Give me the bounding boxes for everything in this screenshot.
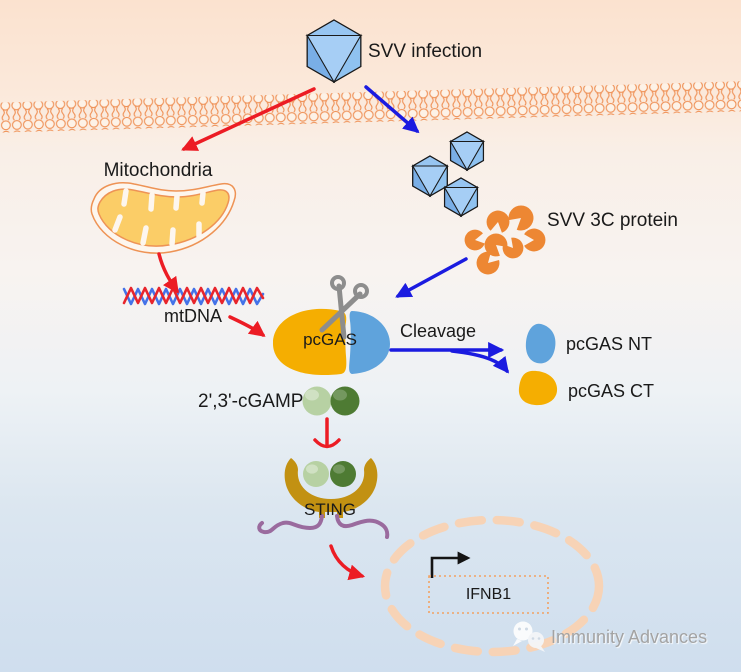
transcription-start-arrow-icon — [430, 551, 471, 578]
pcgas-label: pcGAS — [303, 330, 357, 349]
nucleus-dashed-icon — [380, 515, 604, 657]
dna-helix-icon — [122, 286, 265, 306]
red-signal-arrows — [157, 87, 366, 581]
arrow-cleavage-to-ct — [450, 349, 509, 374]
arrow-virus-to-mitochondria — [181, 87, 316, 151]
mitochondria-label: Mitochondria — [103, 160, 213, 181]
pacman-protease-icon — [462, 200, 546, 280]
pcgas-nt-label: pcGAS NT — [566, 334, 653, 354]
scissors-icon — [319, 275, 369, 340]
arrow-mtdna-to-pcgas — [228, 315, 266, 337]
arrow-3c-to-pcgas — [395, 257, 468, 298]
cgamp-label: 2',3'-cGAMP — [198, 391, 304, 412]
arrow-cgamp-to-sting-head — [313, 438, 341, 449]
pcgas-ct-label: pcGAS CT — [568, 381, 655, 401]
ifnb1-gene-label: IFNB1 — [465, 586, 512, 603]
cleavage-label: Cleavage — [399, 321, 477, 341]
watermark-label: Immunity Advances — [551, 627, 708, 647]
svv-3c-protein-label: SVV 3C protein — [547, 210, 678, 231]
lipid-bilayer-icon — [0, 80, 741, 134]
virus-capsid-icon — [307, 20, 361, 82]
blue-signal-arrows — [364, 85, 509, 374]
endocytosed-virions — [413, 132, 484, 216]
mtdna-label: mtDNA — [164, 306, 222, 326]
arrow-mitochondria-to-mtdna — [157, 252, 179, 294]
wechat-icon — [513, 621, 545, 652]
cgamp-dinucleotide-icon — [302, 386, 360, 416]
arrow-virus-entry — [364, 85, 420, 134]
sting-receptor-icon — [257, 458, 390, 539]
pcgas-nt-fragment — [525, 323, 556, 364]
sting-transmembrane-tails — [257, 514, 390, 539]
sting-label: STING — [304, 500, 356, 519]
mitochondria-icon — [90, 182, 237, 254]
arrow-sting-to-nucleus — [329, 544, 366, 581]
pcgas-ct-fragment — [518, 370, 558, 406]
gene-box — [428, 575, 549, 614]
svv-infection-label: SVV infection — [368, 41, 483, 62]
